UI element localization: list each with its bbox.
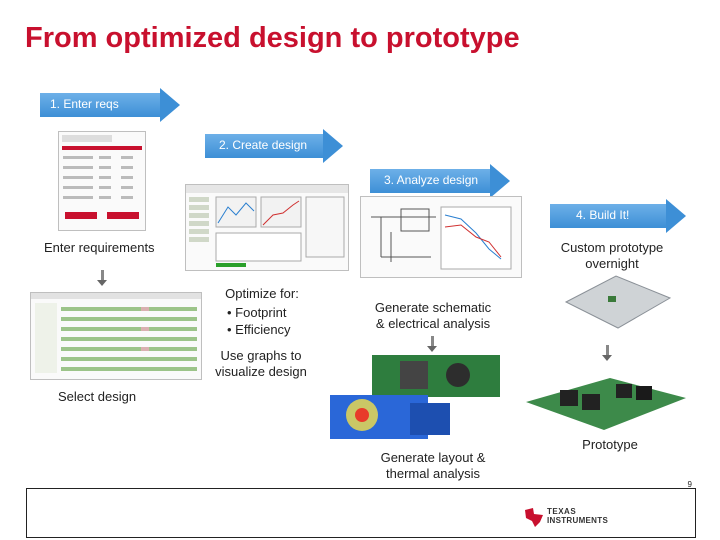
step-arrow-1: 1. Enter reqs: [40, 88, 180, 122]
label-custom-prototype-1: Custom prototype: [560, 240, 664, 255]
step-arrow-2: 2. Create design: [205, 129, 343, 163]
label-enter-requirements: Enter requirements: [44, 240, 155, 255]
footer-frame: [26, 488, 696, 538]
down-arrow-head: [602, 355, 612, 361]
label-prototype: Prototype: [582, 437, 638, 452]
step-label: 4. Build It!: [576, 208, 630, 222]
schematic-thumbnail: [360, 196, 522, 278]
layout-thermal-image: [330, 355, 502, 441]
logo-line-2: INSTRUMENTS: [547, 516, 609, 525]
down-arrow: [101, 270, 104, 280]
label-gen-layout-2: thermal analysis: [386, 466, 480, 481]
step-arrow-3: 3. Analyze design: [370, 164, 510, 198]
step-label: 3. Analyze design: [384, 173, 479, 187]
step-label: 2. Create design: [219, 138, 308, 152]
down-arrow: [606, 345, 609, 355]
ti-logo: TEXAS INSTRUMENTS: [523, 506, 615, 528]
label-gen-schematic-2: & electrical analysis: [375, 316, 491, 331]
logo-line-1: TEXAS: [547, 507, 577, 516]
label-select-design: Select design: [58, 389, 137, 404]
texas-state-icon: [525, 508, 543, 527]
step-arrow-4: 4. Build It!: [550, 199, 686, 233]
label-gen-schematic-1: Generate schematic: [374, 300, 492, 315]
prototype-board-image: [520, 372, 690, 434]
down-arrow-head: [427, 346, 437, 352]
design-selection-thumbnail: [30, 292, 202, 380]
step-label: 1. Enter reqs: [50, 97, 119, 111]
down-arrow: [431, 336, 434, 346]
requirements-form-thumbnail: [58, 131, 146, 231]
down-arrow-head: [97, 280, 107, 286]
pcb-board-image: [556, 272, 674, 334]
label-use-graphs-2: visualize design: [215, 364, 307, 379]
label-optimize-for: Optimize for:: [225, 286, 299, 301]
label-custom-prototype-2: overnight: [585, 256, 639, 271]
label-use-graphs-1: Use graphs to: [220, 348, 302, 363]
label-efficiency: • Efficiency: [227, 322, 291, 337]
label-gen-layout-1: Generate layout &: [380, 450, 486, 465]
slide-title: From optimized design to prototype: [25, 22, 520, 54]
label-footprint: • Footprint: [227, 305, 287, 320]
design-tool-thumbnail: [185, 184, 349, 271]
page-number: 9: [687, 480, 692, 489]
